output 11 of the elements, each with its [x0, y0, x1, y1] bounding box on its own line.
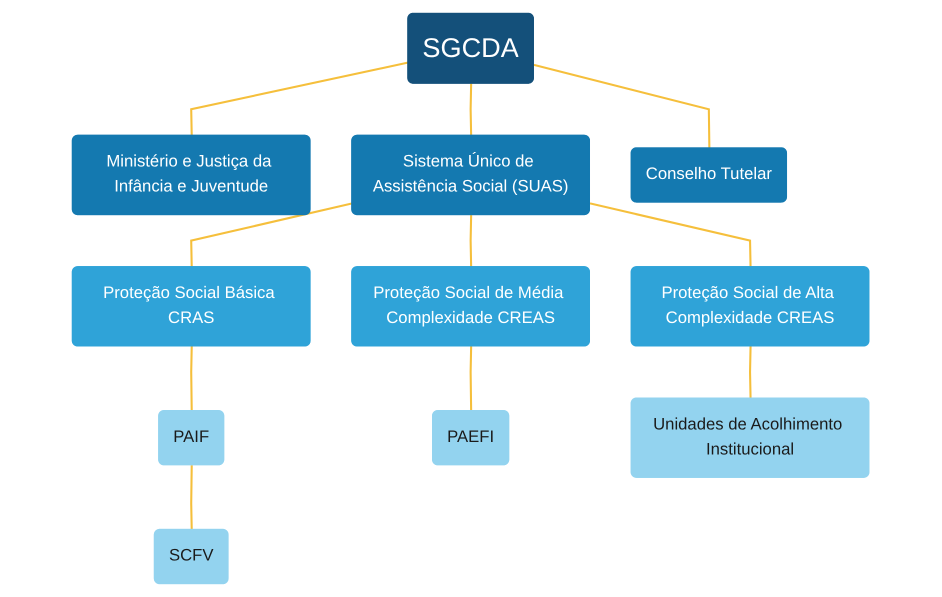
- connector: [470, 346, 473, 412]
- connector: [590, 202, 752, 268]
- connector: [534, 64, 711, 148]
- connector: [190, 346, 194, 412]
- connector: [470, 215, 473, 268]
- org-chart: SGCDA Ministério e Justiça da Infância e Juventude Sistema Único de Assistência Social (SUAS) Conselho Tutelar Proteção Social Básica CRAS Proteção Social de Média Complexidade CREAS Proteção Social de Alta Complexidade CREAS PAIF SCFV PAEFI Unidades de Acolhimento Institucional: [64, 5, 878, 592]
- connector: [190, 61, 409, 136]
- connector: [749, 346, 752, 399]
- connector: [470, 84, 473, 136]
- connector: [190, 202, 353, 268]
- connector: [190, 465, 194, 530]
